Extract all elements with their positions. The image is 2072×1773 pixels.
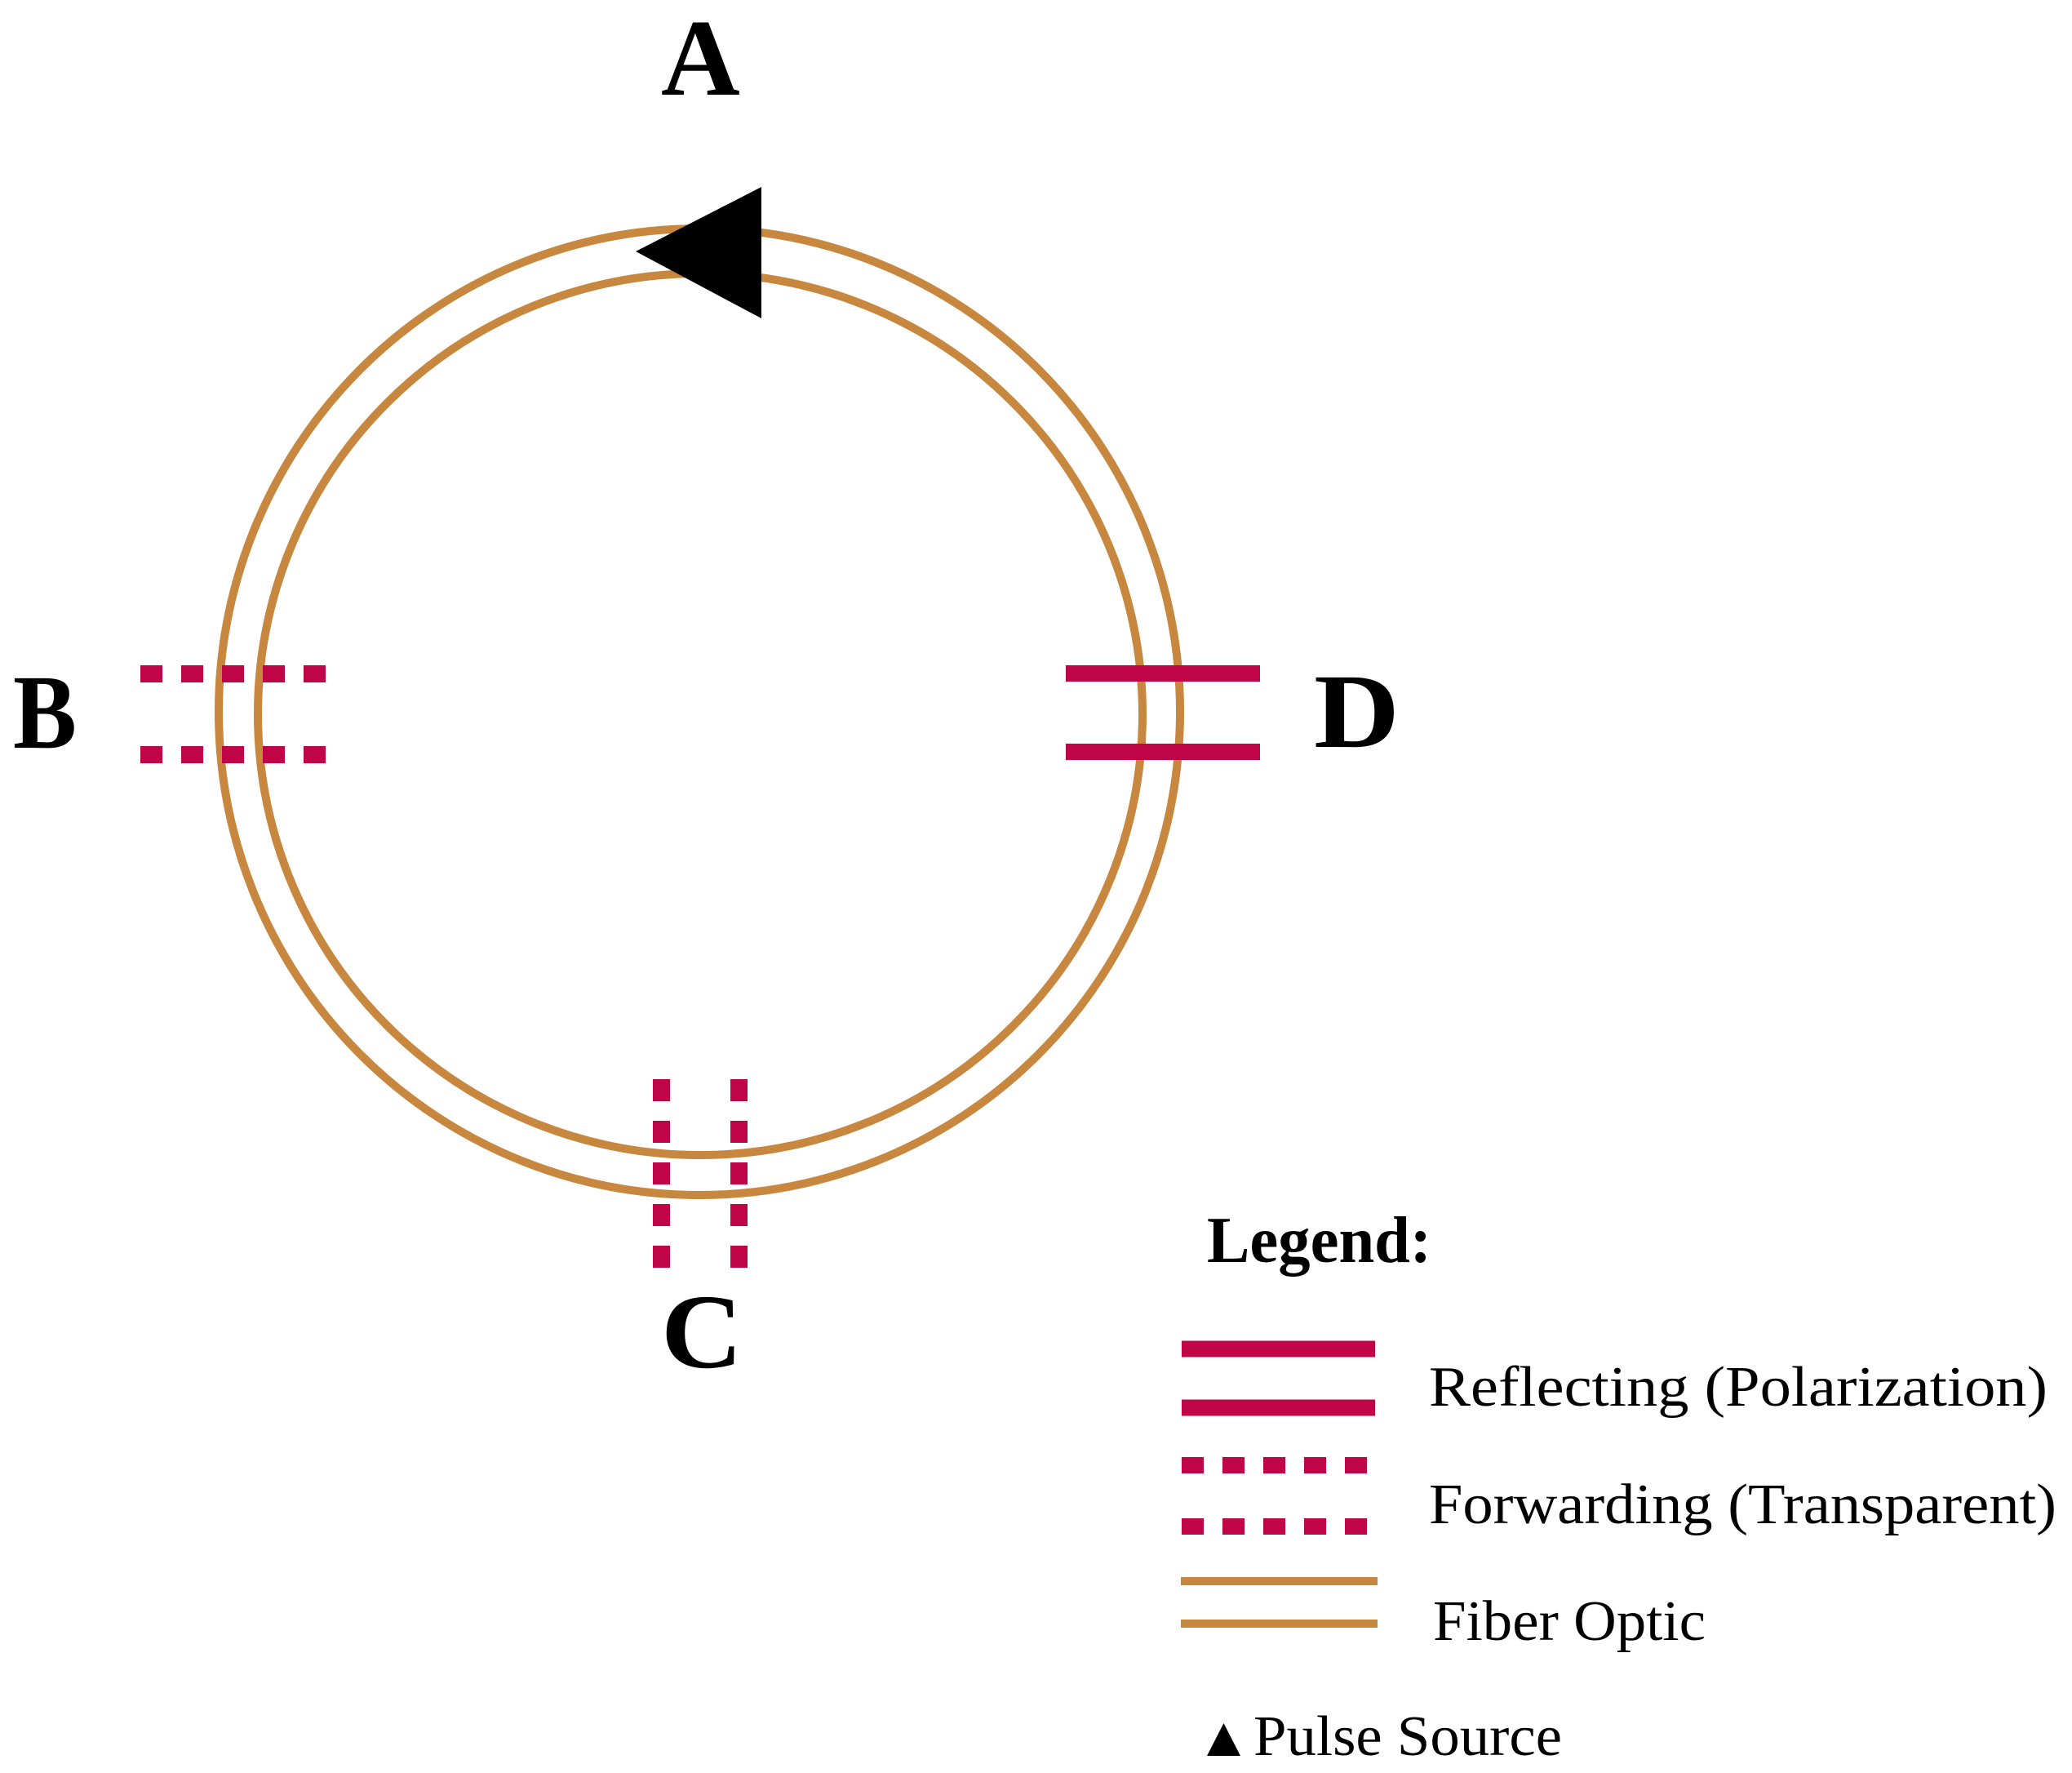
- svg-text:Pulse Source: Pulse Source: [1253, 1705, 1562, 1768]
- svg-text:Forwarding (Transparent): Forwarding (Transparent): [1429, 1473, 2056, 1536]
- svg-text:Legend:: Legend:: [1207, 1205, 1431, 1277]
- svg-text:C: C: [661, 1273, 743, 1391]
- svg-text:Reflecting (Polarization): Reflecting (Polarization): [1429, 1356, 2048, 1419]
- svg-text:Fiber Optic: Fiber Optic: [1433, 1590, 1706, 1653]
- svg-text:A: A: [661, 0, 740, 118]
- svg-text:B: B: [13, 654, 77, 771]
- svg-text:D: D: [1314, 653, 1400, 771]
